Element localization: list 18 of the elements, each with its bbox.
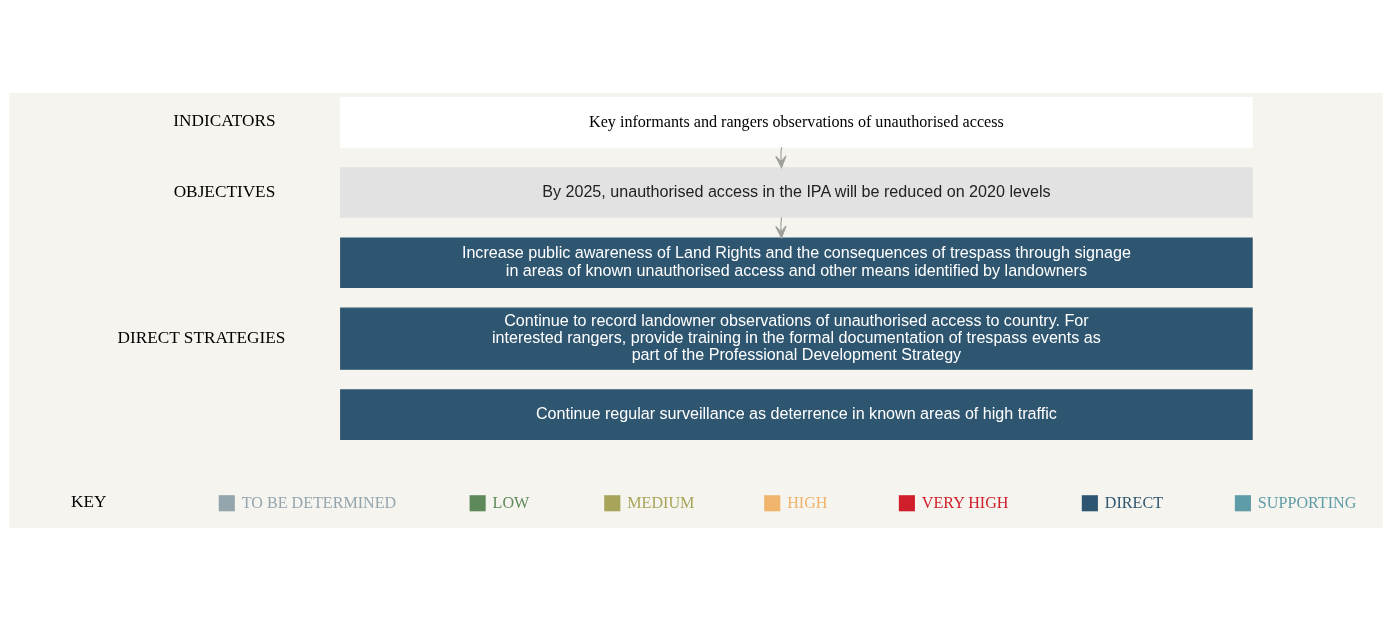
legend-label: SUPPORTING xyxy=(1257,493,1357,511)
label: DIRECT STRATEGIES xyxy=(117,327,286,347)
label: KEY xyxy=(70,491,107,511)
label: OBJECTIVES xyxy=(173,181,276,201)
legend-label: DIRECT xyxy=(1104,493,1163,511)
arrow xyxy=(775,146,787,168)
node-box: Key informants and rangers observations of unauthorised access xyxy=(340,96,1253,148)
label: INDICATORS xyxy=(173,110,276,130)
node-box: Continue regular surveillance as deterrence in known areas of high traffic xyxy=(340,388,1253,440)
node-box: Increase public awareness of Land Rights and the consequences of trespass through signage in areas of known unauthorised access and other means identified by landowners xyxy=(340,236,1253,288)
arrow xyxy=(775,216,787,238)
legend-label: LOW xyxy=(492,493,530,511)
legend-label: HIGH xyxy=(787,493,828,511)
legend-label: VERY HIGH xyxy=(921,493,1009,511)
legend-label: MEDIUM xyxy=(627,493,695,511)
node-box: By 2025, unauthorised access in the IPA will be reduced on 2020 levels xyxy=(340,166,1253,218)
node-box: Continue to record landowner observations of unauthorised access to country. For interested rangers, provide training in the formal documentation of trespass events as part of the Professional Development Strategy xyxy=(340,307,1253,370)
legend-label: TO BE DETERMINED xyxy=(241,493,397,511)
